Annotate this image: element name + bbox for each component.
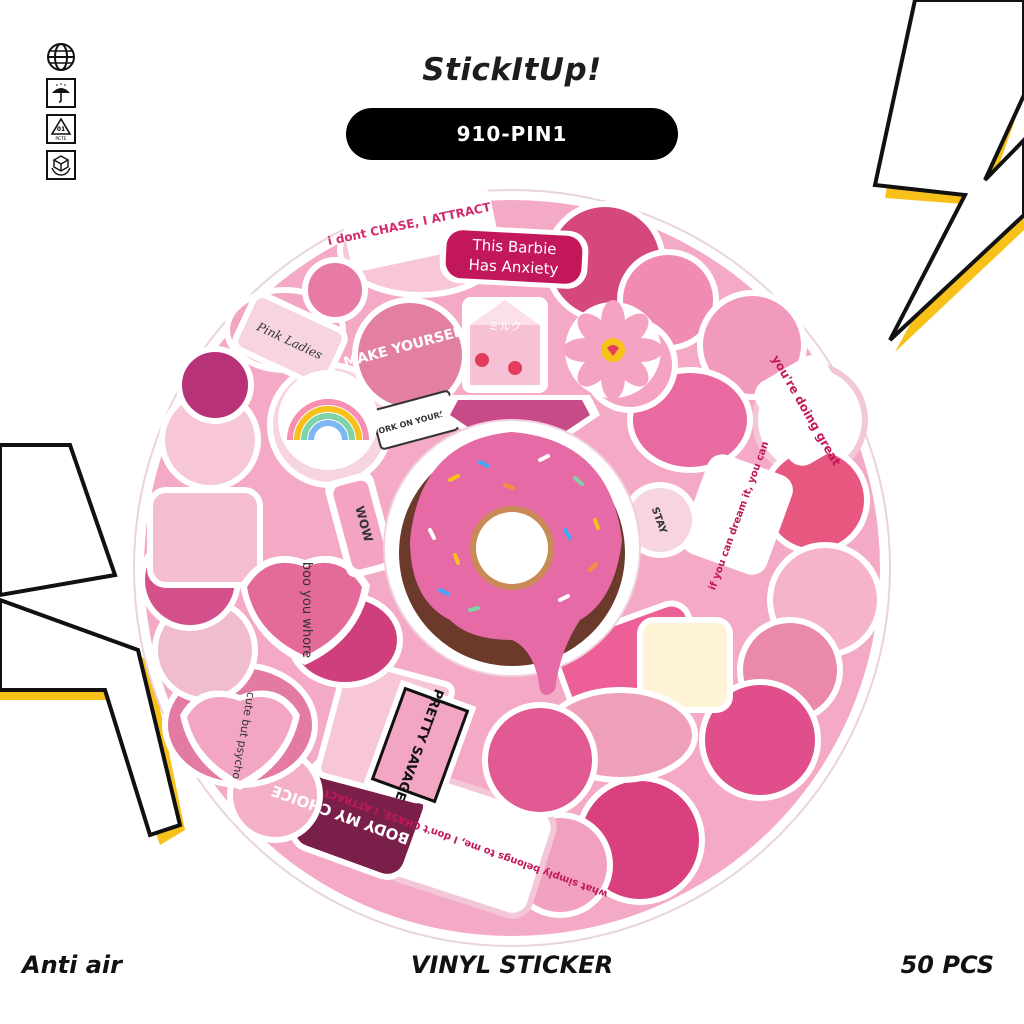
sticker-this-barbie: This Barbie Has Anxiety [439, 225, 589, 289]
sticker-donut [383, 419, 641, 695]
barbie-line2: Has Anxiety [468, 256, 559, 279]
recycle-pete-icon: 01 PETE [46, 114, 76, 144]
milk-text: ミルク [489, 320, 522, 333]
footer-vinyl-sticker: VINYL STICKER [410, 951, 614, 979]
sticker-daisy [563, 300, 663, 400]
sticker-pretty-savage: PRETTY SAVAGE [363, 679, 477, 811]
recycle-number: 01 [57, 126, 65, 133]
sticker-boo-you: boo you whore [240, 555, 370, 665]
globe-icon [46, 42, 76, 72]
sticker-stay: STAY [622, 482, 698, 558]
sticker-pink-ladies: Pink Ladies [232, 291, 348, 389]
hands-box-icon [46, 150, 76, 180]
compliance-icon-column: 01 PETE [46, 42, 80, 186]
product-code-text: 910-PIN1 [456, 122, 568, 146]
sticker-wow: WOW [325, 472, 395, 578]
umbrella-icon [46, 78, 76, 108]
sticker-milk-carton: ミルク [462, 297, 548, 393]
footer-piece-count: 50 PCS [900, 951, 994, 979]
boo-you-text: boo you whore [299, 562, 314, 658]
footer-anti-air: Anti air [22, 951, 122, 979]
sticker-rainbow [278, 370, 378, 470]
brand-logo: StickItUp! [422, 52, 602, 88]
barbie-line1: This Barbie [471, 236, 557, 258]
sticker-cute-psycho: cute but psycho [180, 690, 300, 790]
sticker-make-yourself: MAKE YOURSELF [342, 297, 473, 413]
sticker-you-can-dream: if you can dream it, you can [681, 440, 793, 592]
recycle-label: PETE [55, 136, 66, 142]
product-code-badge: 910-PIN1 [346, 108, 678, 160]
